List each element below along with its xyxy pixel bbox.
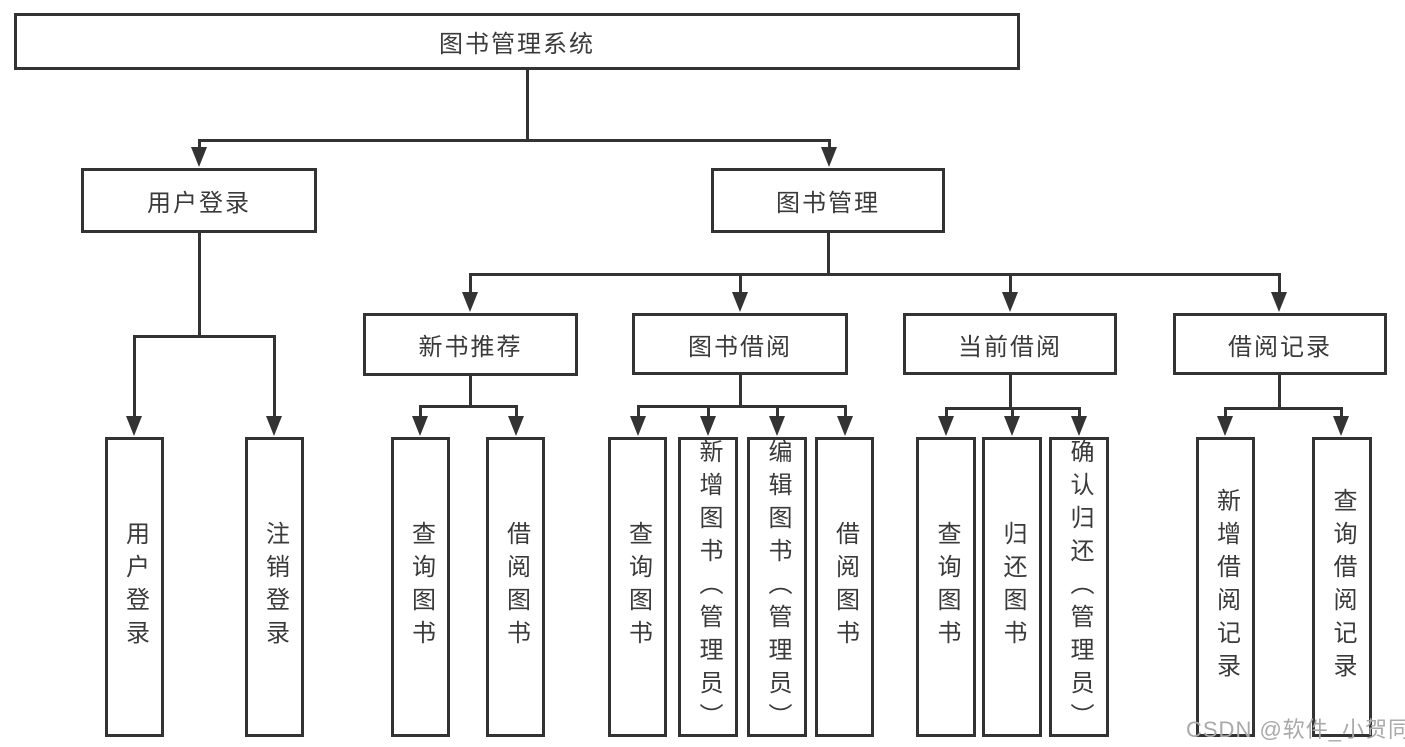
arrow-down-icon xyxy=(1004,416,1020,436)
connector-borrow-branch-3 xyxy=(776,405,779,421)
connector-current-branch-2 xyxy=(1011,407,1014,421)
node-label: 图书管理 xyxy=(776,190,880,217)
connector-root-hline xyxy=(198,139,831,142)
arrow-down-icon xyxy=(821,147,837,167)
arrow-down-icon xyxy=(508,416,524,436)
node-leaf-newbook-borrow: 借阅图书 xyxy=(486,437,545,737)
connector-borrow-hline xyxy=(637,405,847,408)
node-book-management: 图书管理 xyxy=(711,168,945,233)
node-label: 注销登录 xyxy=(261,521,289,653)
arrow-down-icon xyxy=(1271,292,1287,312)
connector-book-mgmt-branch-1 xyxy=(469,273,472,298)
connector-new-book-branch-2 xyxy=(515,405,518,421)
connector-book-mgmt-branch-2 xyxy=(739,273,742,298)
node-leaf-user-login: 用户登录 xyxy=(105,437,164,737)
connector-root-stem xyxy=(526,70,529,142)
node-leaf-logout: 注销登录 xyxy=(245,437,304,737)
connector-borrow-stem xyxy=(739,374,742,408)
arrow-down-icon xyxy=(1002,292,1018,312)
arrow-down-icon xyxy=(700,416,716,436)
node-label: 新增借阅记录 xyxy=(1212,488,1240,686)
arrow-down-icon xyxy=(266,416,282,436)
node-label: 新书推荐 xyxy=(418,334,523,361)
node-label: 用户登录 xyxy=(147,190,251,217)
arrow-down-icon xyxy=(462,292,478,312)
node-label: 用户登录 xyxy=(121,521,149,653)
connector-current-stem xyxy=(1009,374,1012,410)
node-leaf-newbook-query: 查询图书 xyxy=(391,437,450,737)
arrow-down-icon xyxy=(126,416,142,436)
node-label: 图书借阅 xyxy=(688,333,792,361)
arrow-down-icon xyxy=(1071,416,1087,436)
connector-new-book-branch-1 xyxy=(419,405,422,421)
node-borrow-record: 借阅记录 xyxy=(1173,313,1387,375)
connector-record-branch-2 xyxy=(1340,407,1343,421)
node-leaf-record-query: 查询借阅记录 xyxy=(1312,437,1372,737)
arrow-down-icon xyxy=(412,416,428,436)
arrow-down-icon xyxy=(837,416,853,436)
connector-new-book-stem xyxy=(469,374,472,408)
node-leaf-record-add: 新增借阅记录 xyxy=(1196,437,1255,737)
node-label: 确认归还（管理员） xyxy=(1066,438,1093,736)
node-library-management-system: 图书管理系统 xyxy=(14,13,1020,70)
node-leaf-borrow-edit-admin: 编辑图书（管理员） xyxy=(747,437,807,737)
connector-book-mgmt-branch-3 xyxy=(1009,273,1012,298)
node-label: 查询图书 xyxy=(933,521,960,653)
node-label: 编辑图书（管理员） xyxy=(764,438,791,736)
node-label: 查询图书 xyxy=(624,521,652,653)
arrow-down-icon xyxy=(191,147,207,167)
connector-user-login-hline xyxy=(133,335,276,338)
node-current-borrow: 当前借阅 xyxy=(903,313,1117,375)
connector-current-branch-1 xyxy=(945,407,948,421)
connector-book-mgmt-branch-4 xyxy=(1278,273,1281,298)
node-label: 新增图书（管理员） xyxy=(695,438,722,736)
connector-record-hline xyxy=(1224,407,1343,410)
node-label: 当前借阅 xyxy=(958,333,1062,361)
connector-borrow-branch-4 xyxy=(844,405,847,421)
connector-new-book-hline xyxy=(419,405,518,408)
node-leaf-borrow-query: 查询图书 xyxy=(608,437,667,737)
connector-book-mgmt-hline xyxy=(469,273,1281,276)
csdn-watermark: CSDN @软件_小贺同学 xyxy=(1186,717,1405,742)
connector-user-login-branch-1 xyxy=(133,335,136,420)
node-label: 借阅图书 xyxy=(502,521,530,653)
arrow-down-icon xyxy=(769,416,785,436)
arrow-down-icon xyxy=(1333,416,1349,436)
node-book-borrow: 图书借阅 xyxy=(632,313,848,375)
node-leaf-current-return: 归还图书 xyxy=(982,437,1042,737)
node-label: 查询图书 xyxy=(407,521,435,653)
connector-record-branch-1 xyxy=(1224,407,1227,421)
connector-current-branch-3 xyxy=(1078,407,1081,421)
node-leaf-current-query: 查询图书 xyxy=(916,437,976,737)
node-leaf-borrow-borrow: 借阅图书 xyxy=(815,437,874,737)
node-leaf-borrow-add-admin: 新增图书（管理员） xyxy=(678,437,738,737)
connector-borrow-branch-1 xyxy=(637,405,640,421)
node-label: 借阅图书 xyxy=(831,521,859,653)
connector-book-mgmt-stem xyxy=(827,233,830,276)
connector-user-login-branch-2 xyxy=(273,335,276,420)
node-label: 归还图书 xyxy=(999,521,1026,653)
node-user-login: 用户登录 xyxy=(81,168,317,233)
arrow-down-icon xyxy=(1217,416,1233,436)
arrow-down-icon xyxy=(938,416,954,436)
connector-root-branch-left xyxy=(198,139,201,153)
node-leaf-current-confirm-admin: 确认归还（管理员） xyxy=(1049,437,1109,737)
connector-root-branch-right xyxy=(828,139,831,153)
connector-user-login-stem xyxy=(198,233,201,338)
connector-record-stem xyxy=(1278,374,1281,410)
node-new-book-recommend: 新书推荐 xyxy=(363,313,578,376)
arrow-down-icon xyxy=(732,292,748,312)
arrow-down-icon xyxy=(630,416,646,436)
node-label: 借阅记录 xyxy=(1228,333,1332,361)
connector-borrow-branch-2 xyxy=(707,405,710,421)
node-label: 查询借阅记录 xyxy=(1329,488,1356,686)
node-label: 图书管理系统 xyxy=(439,31,595,58)
